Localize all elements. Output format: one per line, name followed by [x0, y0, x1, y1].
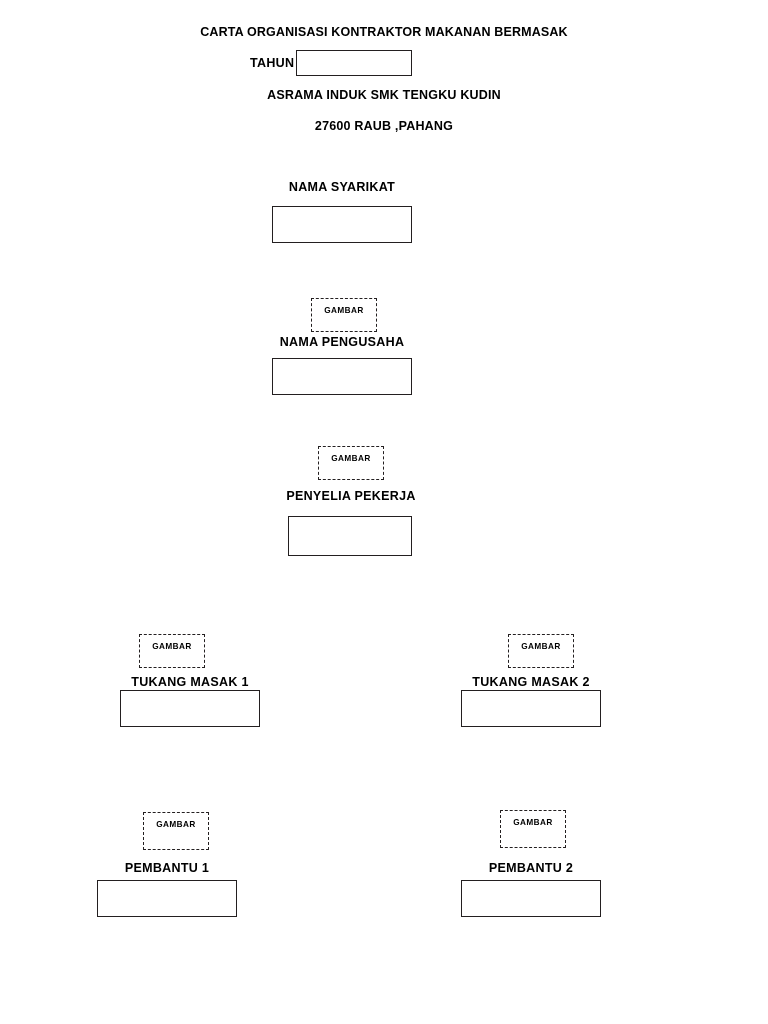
photo-placeholder-pembantu-1[interactable]: GAMBAR: [143, 812, 209, 850]
photo-placeholder-pembantu-2[interactable]: GAMBAR: [500, 810, 566, 848]
photo-placeholder-tukang-masak-1[interactable]: GAMBAR: [139, 634, 205, 668]
node-input-nama-pengusaha[interactable]: [272, 358, 412, 395]
node-input-nama-syarikat[interactable]: [272, 206, 412, 243]
gambar-label: GAMBAR: [152, 642, 192, 651]
node-label-pembantu-2: PEMBANTU 2: [488, 861, 574, 875]
gambar-label: GAMBAR: [331, 454, 371, 463]
node-input-tukang-masak-1[interactable]: [120, 690, 260, 727]
node-label-nama-pengusaha: NAMA PENGUSAHA: [279, 335, 405, 349]
node-input-pembantu-1[interactable]: [97, 880, 237, 917]
address-line-1: ASRAMA INDUK SMK TENGKU KUDIN: [267, 88, 501, 102]
node-label-nama-syarikat: NAMA SYARIKAT: [288, 180, 396, 194]
page-title: CARTA ORGANISASI KONTRAKTOR MAKANAN BERM…: [200, 25, 568, 39]
address-line-2: 27600 RAUB ,PAHANG: [314, 119, 454, 133]
node-label-pembantu-1: PEMBANTU 1: [124, 861, 210, 875]
node-input-pembantu-2[interactable]: [461, 880, 601, 917]
photo-placeholder-nama-pengusaha[interactable]: GAMBAR: [311, 298, 377, 332]
year-label: TAHUN: [250, 56, 295, 70]
year-input[interactable]: [296, 50, 412, 76]
gambar-label: GAMBAR: [156, 820, 196, 829]
node-label-tukang-masak-2: TUKANG MASAK 2: [472, 675, 590, 689]
node-label-tukang-masak-1: TUKANG MASAK 1: [131, 675, 249, 689]
photo-placeholder-tukang-masak-2[interactable]: GAMBAR: [508, 634, 574, 668]
node-label-penyelia-pekerja: PENYELIA PEKERJA: [286, 489, 416, 503]
node-input-penyelia-pekerja[interactable]: [288, 516, 412, 556]
gambar-label: GAMBAR: [521, 642, 561, 651]
gambar-label: GAMBAR: [324, 306, 364, 315]
node-input-tukang-masak-2[interactable]: [461, 690, 601, 727]
photo-placeholder-penyelia-pekerja[interactable]: GAMBAR: [318, 446, 384, 480]
gambar-label: GAMBAR: [513, 818, 553, 827]
